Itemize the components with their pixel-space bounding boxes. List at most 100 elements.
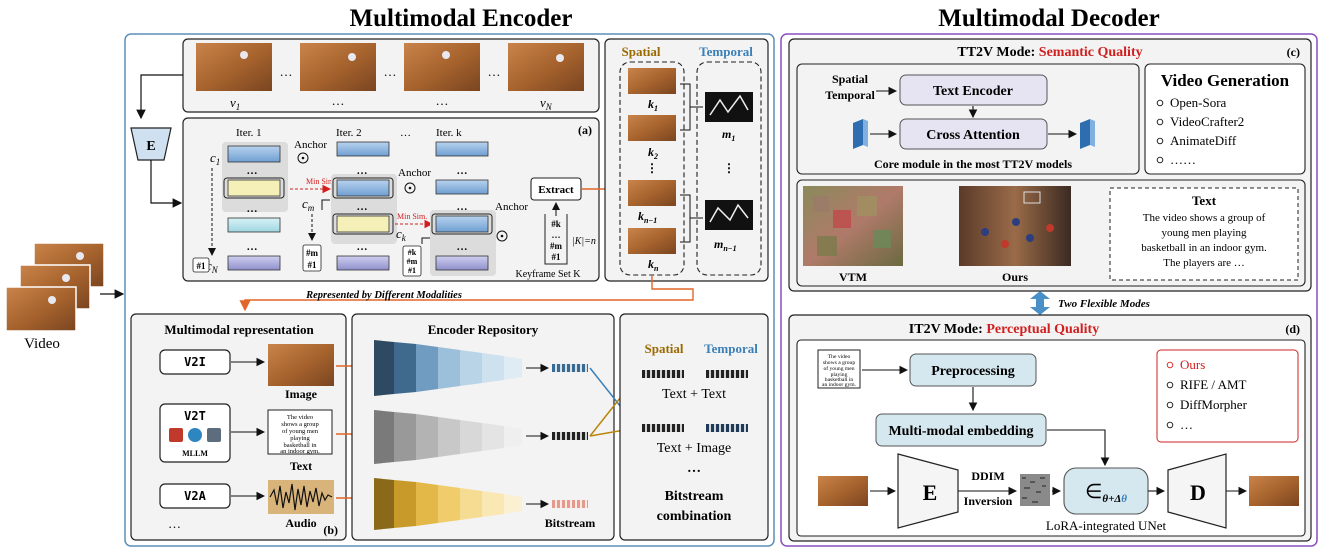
bitstream-image [552,364,588,372]
bullet-icon [1166,421,1174,429]
ddim-label-1: DDIM [971,469,1004,483]
anchor-label: Anchor [495,201,528,213]
represented-label: Represented by Different Modalities [305,290,462,301]
cluster-ellipsis: … [247,241,258,253]
tt2v-temporal: Temporal [825,88,875,102]
bullet-icon [1156,156,1164,164]
combo-line-2: combination [657,509,732,524]
video-generation-item: Open-Sora [1170,95,1227,110]
vertical-ellipsis: ⋮ [646,161,658,175]
it2v-title: IT2V Mode: Perceptual Quality [909,322,1099,337]
text-label: Text [290,459,312,473]
keyframe-k1: k1 [648,97,658,113]
frame-ellipsis: … [332,93,345,108]
text-encoder-label: Text Encoder [933,84,1013,99]
frame-label-v1: v1 [230,95,240,112]
repository-title: Encoder Repository [428,322,539,337]
it2v-E-label: E [923,480,938,505]
ours-frame [959,186,1071,266]
temporal-label: Temporal [699,44,753,59]
keyframe-k2: k2 [648,145,658,161]
encoder-E-label: E [146,139,155,154]
video-label: Video [24,336,60,352]
iter-1-label: Iter. 1 [236,127,262,139]
k-size-label: |K|=n [572,236,596,247]
vtm-frame [803,186,903,266]
multimodal-embedding-label: Multi-modal embedding [888,424,1033,439]
cluster-ellipsis: … [357,241,368,253]
audio-waveform [268,480,334,514]
spatial-keyframes-group [619,61,685,276]
bitstream-label: Bitstream [545,516,595,530]
anchor-label: Anchor [294,139,327,151]
caption-line: The video [828,354,851,360]
v2i-box [159,349,231,375]
v2t-label: V2T [184,409,206,423]
cm-label: cm [302,196,315,213]
image-label: Image [285,387,318,401]
caption-line: playing [290,435,310,442]
stack-bottom-label: #1 [408,266,416,275]
iteration-k-column [430,141,496,276]
stack-mid-label: #m [306,248,319,258]
preprocessing-block [909,353,1037,387]
combo-text-image: Text + Image [657,441,732,456]
keyframe-kn1: kn−1 [638,209,657,225]
mllm-label: MLLM [182,449,208,458]
combo-ellipsis: … [687,461,701,476]
encoder-title: Multimodal Encoder [350,5,573,32]
v2i-label: V2I [184,355,206,369]
vertical-ellipsis: ⋮ [723,161,735,175]
noise-latent-thumb [1020,474,1050,506]
combo-temporal-label: Temporal [704,341,758,356]
latent-cube-out [1080,119,1095,149]
v2a-box [159,483,231,509]
bullet-icon [1166,381,1174,389]
combo-bitstreams-1 [642,370,748,378]
caption-line: of young men [282,428,319,435]
min-sim-label: Min Sim. [397,212,427,221]
caption-line: shows a group [823,360,856,366]
lora-caption: LoRA-integrated UNet [1046,518,1167,533]
audio-label: Audio [285,516,316,530]
frame-ellipsis: … [280,64,293,79]
cluster-ellipsis: … [457,241,468,253]
c1-label: c1 [210,150,220,167]
panel-tag-a: (a) [578,123,592,137]
keyframe-thumbnails [628,68,676,254]
input-frame-thumb [818,476,868,506]
iteration-2-column [331,141,397,271]
multimodal-title: Multimodal representation [164,322,314,337]
caption-line: basketball in [283,442,317,449]
frame-ellipsis: … [488,64,501,79]
iteration-1-column [222,142,288,271]
encoder-E-block [130,127,172,161]
two-modes-arrow-icon [1030,291,1050,315]
v2a-label: V2A [184,489,206,503]
cross-attention-label: Cross Attention [926,128,1020,143]
stack-top-label: #k [408,248,417,257]
encoder-frame [124,33,775,547]
text-encoder-stack [374,410,522,464]
iter-2-label: Iter. 2 [336,127,362,139]
latent-cube-in [853,119,868,149]
cluster-ellipsis: … [357,201,368,213]
caption-line: an indoor gym. [822,382,857,388]
extract-label: Extract [538,184,574,196]
image-modality-thumb [268,344,334,386]
frame-label-vN: vN [540,95,553,112]
frame-ellipsis: … [384,64,397,79]
text-encoder-block [899,74,1048,106]
method-item: RIFE / AMT [1180,377,1247,392]
stack-bottom-label: #1 [552,252,562,262]
image-encoder-stack [374,340,522,396]
method-item: DiffMorpher [1180,397,1248,412]
lora-unet-block [1063,467,1149,515]
caption-line: The video [287,414,313,421]
generated-text-line: The players are … [1163,257,1245,269]
stack-top-label: #k [551,219,561,229]
tt2v-title: TT2V Mode: Semantic Quality [957,45,1142,60]
audio-encoder-stack [374,478,522,530]
stack-bottom-label: #1 [308,260,318,270]
panel-tag-d: (d) [1285,322,1300,336]
